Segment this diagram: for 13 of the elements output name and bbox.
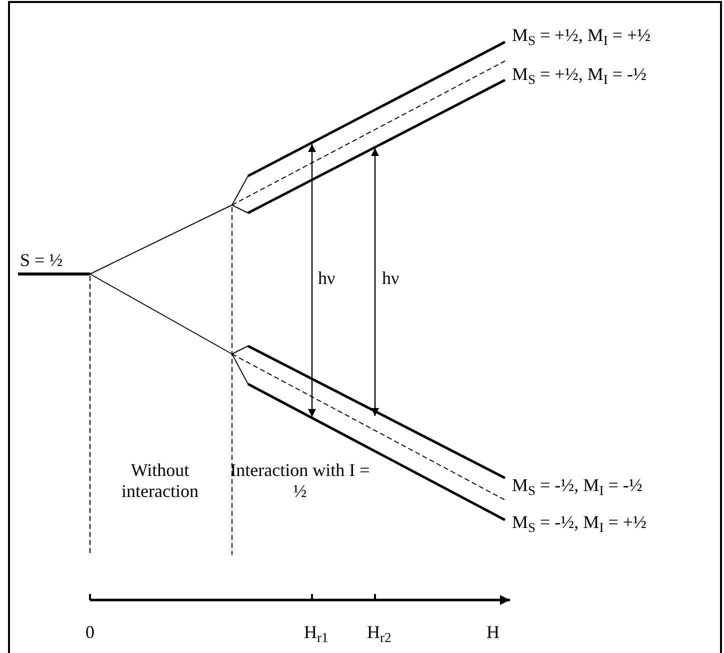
spin-label: S = ½ [20, 250, 63, 271]
axis-label: H [486, 622, 500, 643]
axis-tick-label: 0 [86, 622, 94, 643]
level-label: M$_{S}$ = -½, M$_{I}$ = +½ [512, 512, 646, 533]
transition-label: hν [382, 268, 400, 289]
level-label: M$_{S}$ = -½, M$_{I}$ = -½ [512, 475, 642, 496]
level-label: M$_{S}$ = +½, M$_{I}$ = -½ [512, 64, 646, 85]
region-label: Interaction with I = ½ [230, 460, 370, 502]
level-label: M$_{S}$ = +½, M$_{I}$ = +½ [512, 25, 651, 46]
axis-tick-label: H$_{r2}$ [367, 622, 392, 643]
axis-tick-label: H$_{r1}$ [304, 622, 328, 643]
transition-label: hν [318, 268, 336, 289]
region-label: Without interaction [120, 460, 200, 502]
